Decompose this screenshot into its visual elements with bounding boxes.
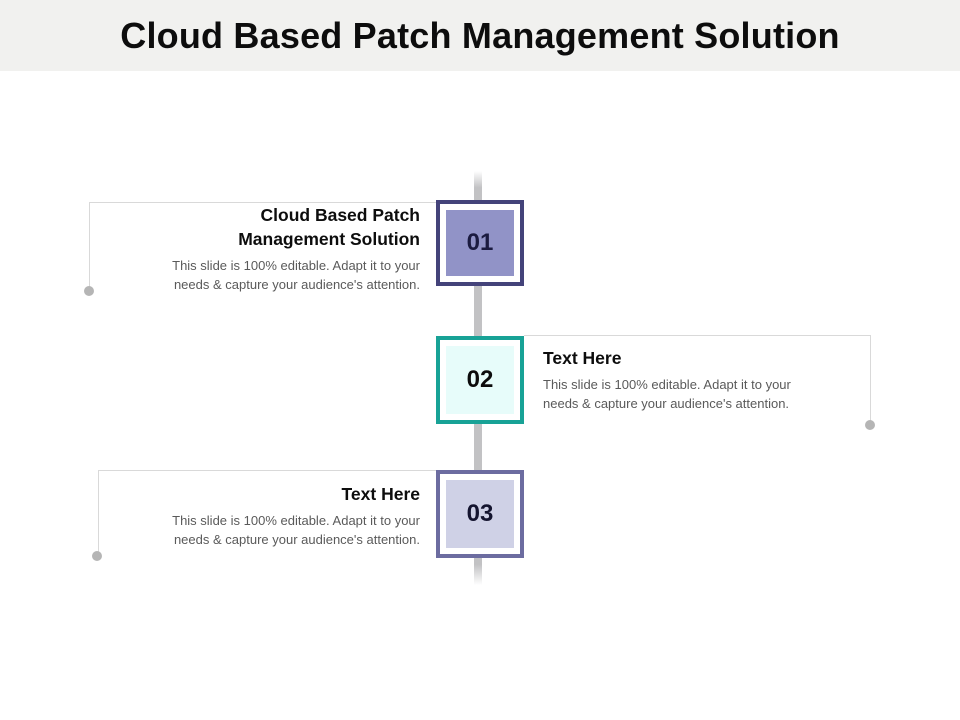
step-3-connector-frame bbox=[98, 470, 437, 557]
step-1-body: This slide is 100% editable. Adapt it to… bbox=[172, 258, 420, 292]
step-1-text-block: Cloud Based Patch Management Solution Th… bbox=[100, 203, 420, 294]
step-2-body: This slide is 100% editable. Adapt it to… bbox=[543, 377, 791, 411]
step-2-text-block: Text Here This slide is 100% editable. A… bbox=[543, 346, 878, 413]
step-1-connector-frame bbox=[89, 202, 437, 292]
step-box-01-fill: 01 bbox=[446, 210, 514, 276]
step-number-03: 03 bbox=[466, 500, 494, 527]
step-number-01: 01 bbox=[466, 229, 494, 256]
step-1-connector-dot bbox=[84, 286, 94, 296]
step-3-body: This slide is 100% editable. Adapt it to… bbox=[172, 513, 420, 547]
step-box-01: 01 bbox=[436, 200, 524, 286]
step-box-02: 02 bbox=[436, 336, 524, 424]
step-3-heading: Text Here bbox=[341, 484, 420, 504]
header-band: Cloud Based Patch Management Solution bbox=[0, 0, 960, 71]
step-box-03-fill: 03 bbox=[446, 480, 514, 548]
step-2-connector-frame bbox=[524, 335, 871, 425]
step-box-02-fill: 02 bbox=[446, 346, 514, 414]
step-2-connector-dot bbox=[865, 420, 875, 430]
slide-title: Cloud Based Patch Management Solution bbox=[120, 14, 840, 56]
step-1-heading: Cloud Based Patch Management Solution bbox=[238, 205, 420, 249]
step-number-02: 02 bbox=[466, 366, 494, 393]
step-box-03: 03 bbox=[436, 470, 524, 558]
step-3-text-block: Text Here This slide is 100% editable. A… bbox=[100, 482, 420, 549]
step-3-connector-dot bbox=[92, 551, 102, 561]
step-2-heading: Text Here bbox=[543, 348, 622, 368]
